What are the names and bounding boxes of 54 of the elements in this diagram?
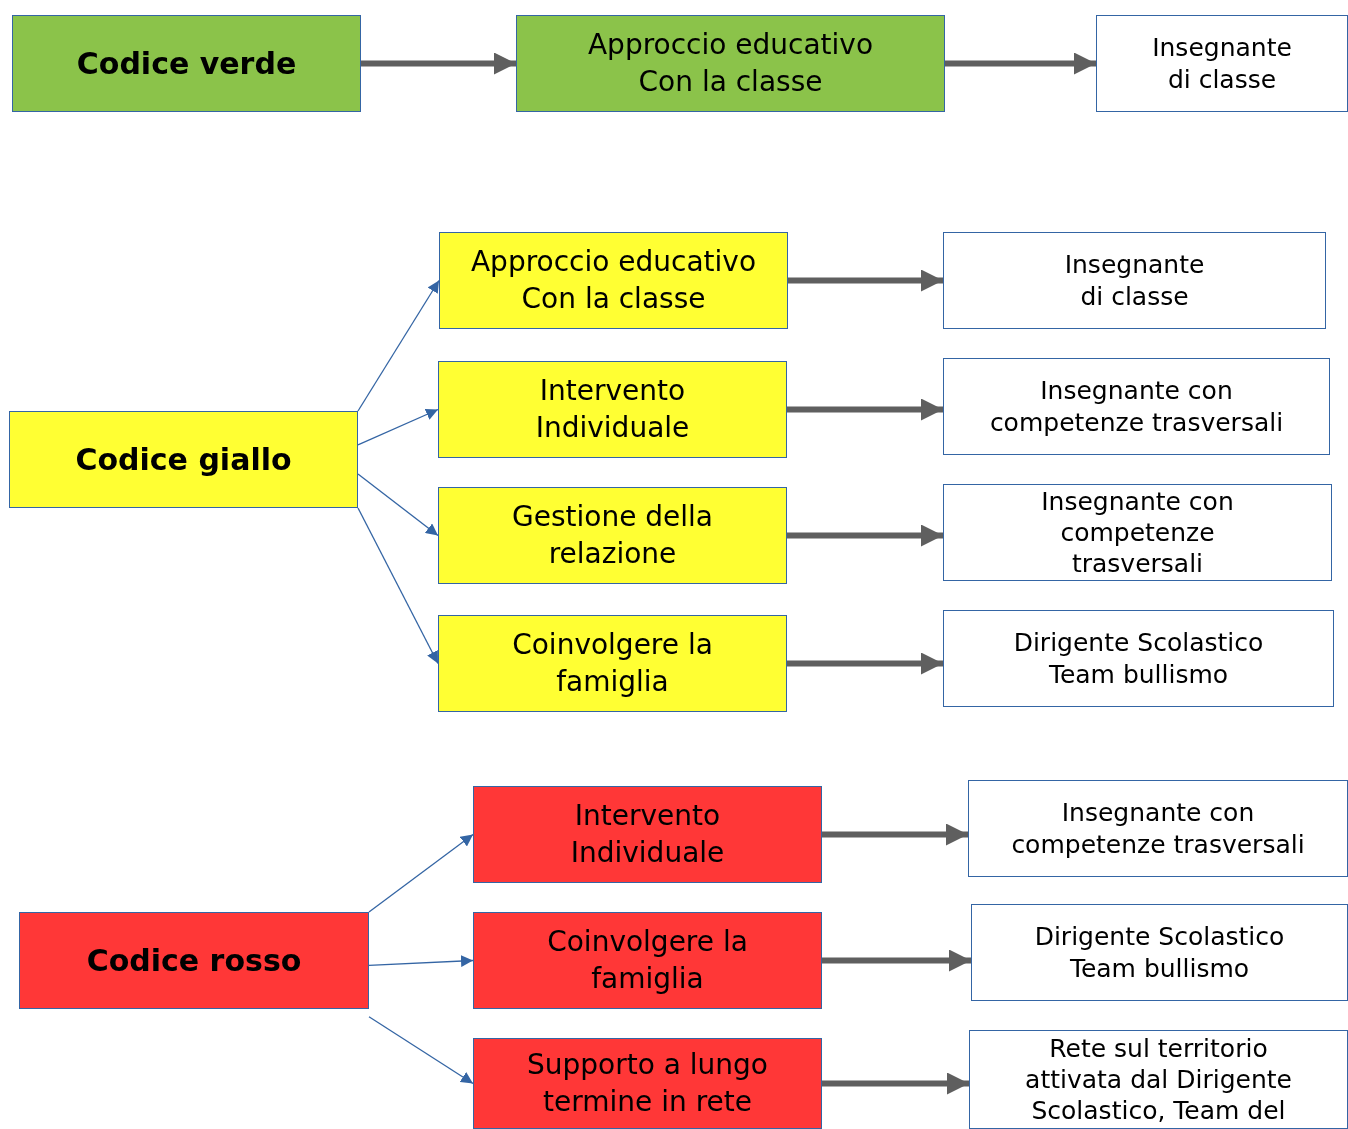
- role-box: [1096, 15, 1348, 112]
- arrow: [361, 52, 516, 75]
- category-box: [19, 912, 369, 1009]
- arrow: [787, 398, 943, 421]
- box-text: Insegnante con competenze trasversali: [988, 375, 1285, 438]
- box-text: Insegnante con competenze trasversali: [1040, 485, 1235, 580]
- box-text: Insegnante con competenze trasversali: [1010, 797, 1306, 860]
- arrow: [822, 949, 971, 972]
- box-text: Coinvolgere la famiglia: [511, 627, 714, 700]
- category-box: [12, 15, 361, 112]
- box-text: Rete sul territorio attivata dal Dirigente Scolastico, Team del: [1024, 1032, 1293, 1127]
- category-box: [516, 15, 945, 112]
- role-box: [943, 358, 1330, 455]
- arrow: [368, 955, 474, 968]
- role-box: [943, 484, 1332, 581]
- box-text: Insegnante di classe: [1151, 32, 1293, 95]
- box-text: Dirigente Scolastico Team bullismo: [1012, 627, 1265, 690]
- role-box: [969, 1030, 1348, 1129]
- box-text: Codice verde: [76, 45, 297, 82]
- arrow: [787, 652, 943, 675]
- arrow: [357, 507, 439, 665]
- arrow: [357, 473, 439, 537]
- category-box: [438, 487, 787, 584]
- role-box: [943, 232, 1326, 329]
- box-text: Intervento Individuale: [534, 373, 691, 446]
- box-text: Supporto a lungo termine in rete: [526, 1047, 769, 1120]
- arrow: [822, 1072, 969, 1095]
- arrow: [357, 279, 440, 412]
- arrow: [945, 52, 1096, 75]
- box-text: Insegnante di classe: [1063, 249, 1206, 312]
- category-box: [438, 615, 787, 712]
- arrow: [822, 823, 968, 846]
- box-text: Approccio educativo Con la classe: [469, 244, 758, 317]
- box-text: Gestione della relazione: [511, 499, 714, 572]
- arrow: [787, 524, 943, 547]
- arrow: [368, 833, 474, 913]
- category-box: [439, 232, 788, 329]
- box-text: Codice giallo: [75, 441, 292, 478]
- box-text: Codice rosso: [86, 942, 302, 979]
- role-box: [968, 780, 1348, 877]
- category-box: [473, 786, 822, 883]
- box-text: Dirigente Scolastico Team bullismo: [1033, 921, 1286, 984]
- arrow: [357, 408, 439, 446]
- role-box: [971, 904, 1348, 1001]
- category-box: [473, 912, 822, 1009]
- role-box: [943, 610, 1334, 707]
- box-text: Intervento Individuale: [569, 798, 726, 871]
- arrow: [368, 1016, 474, 1085]
- category-box: [438, 361, 787, 458]
- box-text: Coinvolgere la famiglia: [546, 924, 749, 997]
- category-box: [9, 411, 358, 508]
- category-box: [473, 1038, 822, 1129]
- arrow: [788, 269, 943, 292]
- box-text: Approccio educativo Con la classe: [586, 27, 875, 100]
